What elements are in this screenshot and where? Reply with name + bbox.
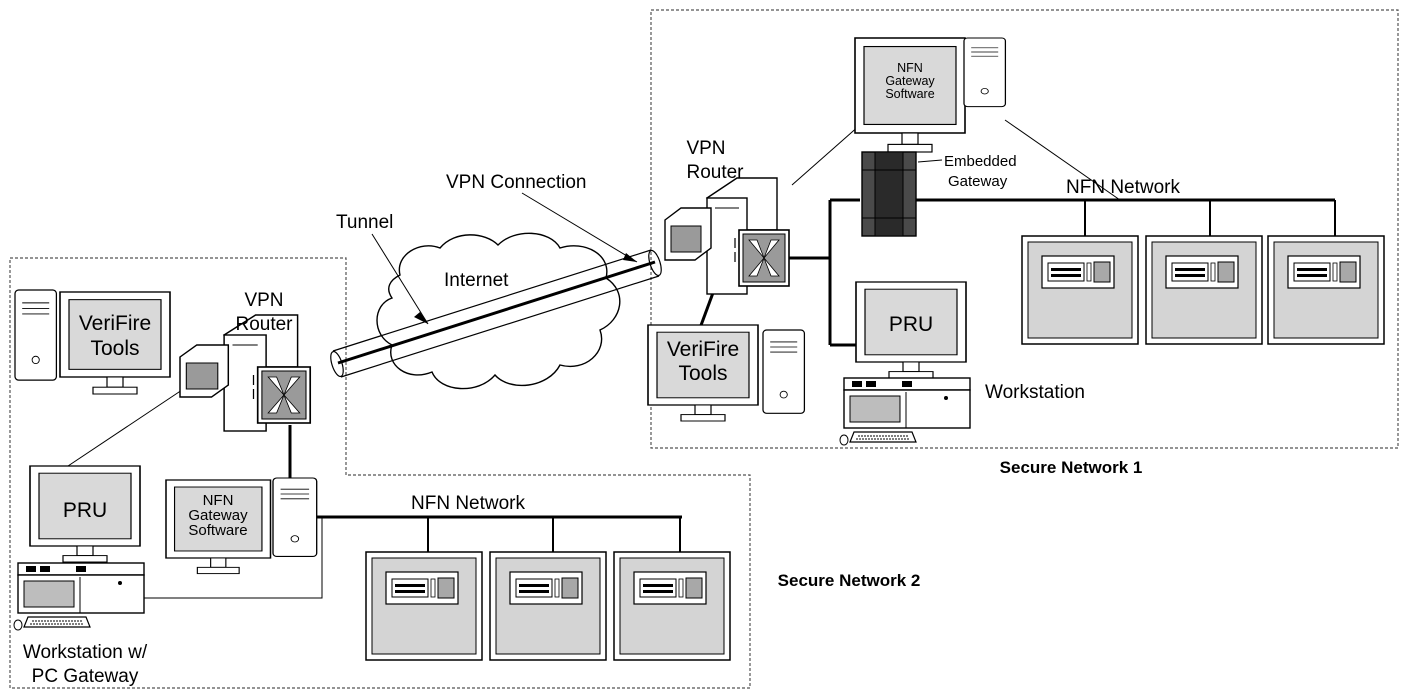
vpn-connection-label: VPN Connection (446, 172, 586, 193)
workstation-1-label: Workstation (985, 382, 1085, 403)
router-2-label-line2: Router (235, 314, 293, 335)
nfn-panel-1a (1021, 235, 1139, 345)
nfn-network-1-label: NFN Network (1066, 177, 1181, 198)
secure-network-2-boundary (9, 257, 751, 689)
nfn-gateway-2-text-1: NFN (203, 492, 234, 509)
workstation-2-base (13, 562, 145, 631)
nfn-gateway-2-text-3: Software (188, 522, 247, 539)
secure-network-2-label: Secure Network 2 (778, 571, 921, 590)
nfn-network-2-label: NFN Network (411, 493, 526, 514)
pru-2-text: PRU (63, 499, 107, 522)
workstation-2-label-line1: Workstation w/ (23, 642, 148, 663)
nfn-panel-1c (1267, 235, 1385, 345)
verifire-1-text-2: Tools (678, 362, 727, 385)
tunnel-label: Tunnel (336, 212, 393, 233)
tower-pc-4 (272, 477, 318, 558)
router-1-label-line2: Router (686, 162, 744, 183)
nfn-panel-1b (1145, 235, 1263, 345)
nfn-panel-2b (489, 551, 607, 661)
nfn-gateway-2-text-2: Gateway (188, 507, 248, 524)
embedded-gateway (861, 151, 917, 237)
verifire-2-text-2: Tools (90, 337, 139, 360)
nfn-panel-2c (613, 551, 731, 661)
router-2-label-line1: VPN (244, 290, 283, 311)
nfn-gateway-1-text-3: Software (885, 87, 934, 101)
vpn-tunnel (330, 249, 662, 378)
vpn-router-1 (664, 177, 790, 295)
tower-pc-2 (762, 329, 806, 414)
workstation-2-label-line2: PC Gateway (32, 666, 139, 687)
pru-1-text: PRU (889, 313, 933, 336)
nfn-panel-2a (365, 551, 483, 661)
verifire-2-text-1: VeriFire (79, 312, 151, 335)
router-1-label-line1: VPN (686, 138, 725, 159)
nfn-gateway-1-text-2: Gateway (885, 74, 935, 88)
tower-pc-3 (14, 289, 58, 381)
tower-pc-1 (963, 37, 1007, 108)
embedded-gateway-label-line2: Gateway (948, 173, 1008, 190)
verifire-1-text-1: VeriFire (667, 338, 739, 361)
embedded-gateway-label-line1: Embedded (944, 153, 1017, 170)
internet-label: Internet (444, 270, 509, 291)
secure-network-1-label: Secure Network 1 (1000, 458, 1143, 477)
nfn-gateway-1-text-1: NFN (897, 61, 923, 75)
secure-network-1-boundary (650, 9, 1399, 449)
workstation-1-base (839, 377, 971, 446)
